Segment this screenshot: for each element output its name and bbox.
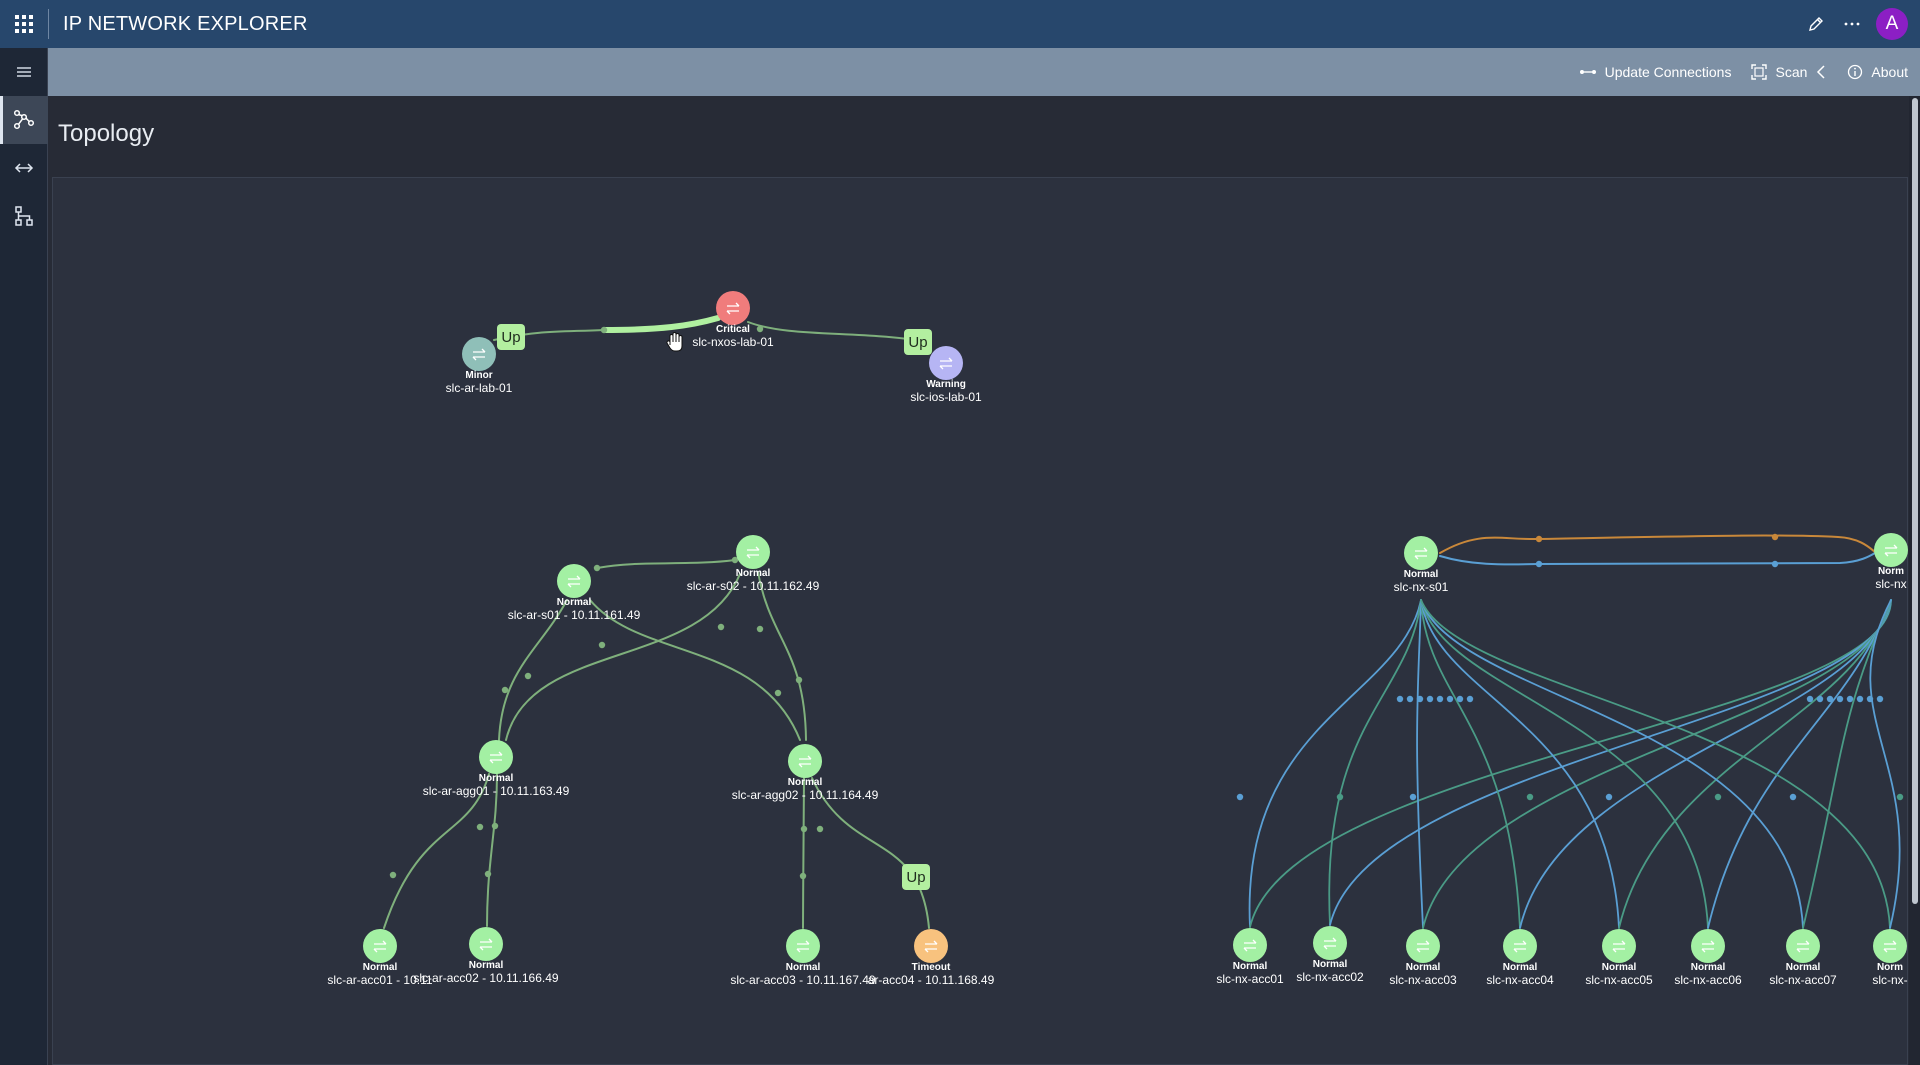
hamburger-icon <box>17 67 31 77</box>
sidebar-item-topology[interactable] <box>0 96 48 144</box>
sidebar <box>0 48 48 1065</box>
update-connections-label: Update Connections <box>1604 64 1732 80</box>
scan-label: Scan <box>1775 64 1808 80</box>
pencil-icon <box>1809 17 1823 31</box>
connection-icon <box>1579 70 1596 74</box>
scrollbar-thumb[interactable] <box>1912 98 1918 904</box>
sidebar-item-connections[interactable] <box>0 144 48 192</box>
top-right-actions: A <box>1798 0 1920 48</box>
chevron-left-icon[interactable] <box>1815 64 1827 80</box>
sidebar-menu-toggle[interactable] <box>0 48 48 96</box>
update-connections-button[interactable]: Update Connections <box>1579 64 1732 80</box>
scan-icon <box>1751 64 1768 80</box>
app-title: IP NETWORK EXPLORER <box>63 12 308 35</box>
topology-canvas[interactable] <box>52 177 1908 1065</box>
more-button[interactable] <box>1834 6 1870 42</box>
vertical-scrollbar[interactable] <box>1909 96 1920 1065</box>
app-launcher-button[interactable] <box>0 0 48 48</box>
topology-icon <box>13 109 35 130</box>
sidebar-item-hierarchy[interactable] <box>0 192 48 240</box>
edit-button[interactable] <box>1798 6 1834 42</box>
user-avatar[interactable]: A <box>1876 8 1908 40</box>
top-bar: IP NETWORK EXPLORER A <box>0 0 1920 48</box>
info-icon <box>1848 64 1863 80</box>
about-label: About <box>1871 64 1908 80</box>
page-title: Topology <box>58 120 155 147</box>
scan-button[interactable]: Scan <box>1751 64 1827 80</box>
more-dots-icon <box>1844 22 1860 26</box>
connections-arrows-icon <box>14 163 34 173</box>
command-bar: Update Connections Scan About <box>48 48 1920 96</box>
hierarchy-icon <box>15 206 33 226</box>
about-button[interactable]: About <box>1847 64 1908 80</box>
waffle-icon <box>15 15 33 33</box>
title-divider <box>48 9 49 39</box>
